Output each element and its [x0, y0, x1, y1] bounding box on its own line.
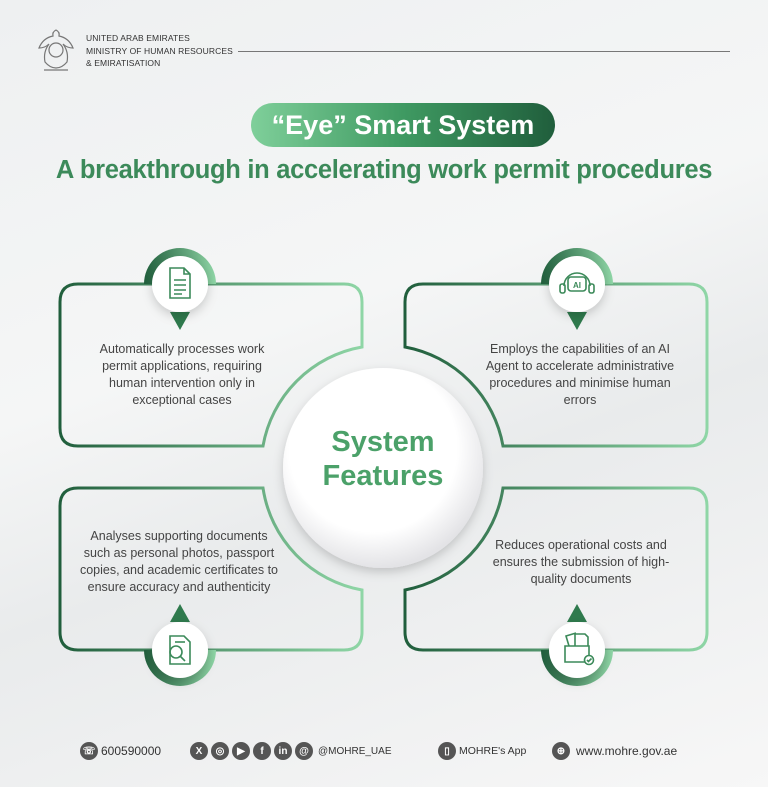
ai-icon-label: AI — [573, 281, 581, 290]
center-title-line-1: System — [331, 426, 435, 458]
threads-icon[interactable]: @ — [295, 742, 313, 760]
feature-text-1: Automatically processes work permit appl… — [99, 342, 265, 407]
card-outline-bottom-right — [403, 486, 709, 652]
footer-phone[interactable]: ☏ 600590000 — [80, 741, 161, 761]
icon-badge-top-left — [144, 248, 216, 330]
feature-text-2: Employs the capabilities of an AI Agent … — [485, 342, 675, 407]
org-line-2: MINISTRY OF HUMAN RESOURCES — [86, 45, 233, 56]
phone-number: 600590000 — [101, 744, 162, 758]
feature-text-4: Reduces operational costs and ensures th… — [492, 538, 670, 586]
x-icon[interactable]: X — [190, 742, 208, 760]
org-line-3: & EMIRATISATION — [86, 58, 161, 68]
ministry-name: UNITED ARAB EMIRATES MINISTRY OF HUMAN R… — [86, 32, 233, 70]
footer-website[interactable]: ⊕ www.mohre.gov.ae — [552, 741, 677, 761]
icon-badge-top-right: AI — [541, 248, 613, 330]
phone-icon: ☏ — [80, 742, 98, 760]
icon-badge-bottom-left — [144, 604, 216, 686]
card-outline-bottom-left — [58, 486, 364, 652]
org-line-1: UNITED ARAB EMIRATES — [86, 33, 190, 43]
icon-badge-bottom-right — [541, 604, 613, 686]
mobile-phone-icon: ▯ — [438, 742, 456, 760]
social-handle: @MOHRE_UAE — [318, 745, 392, 757]
subtitle: A breakthrough in accelerating work perm… — [55, 156, 713, 184]
card-outline-top-left — [58, 282, 364, 448]
title-pill: “Eye” Smart System — [251, 103, 555, 147]
uae-emblem-logo — [38, 29, 74, 71]
linkedin-icon[interactable]: in — [274, 742, 292, 760]
center-title-line-2: Features — [322, 460, 444, 492]
instagram-icon[interactable]: ◎ — [211, 742, 229, 760]
facebook-icon[interactable]: f — [253, 742, 271, 760]
card-outline-top-right — [403, 282, 709, 448]
feature-text-3: Analyses supporting documents such as pe… — [79, 529, 279, 594]
app-label: MOHRE's App — [459, 745, 527, 757]
footer-social[interactable]: X ◎ ▶ f in @ @MOHRE_UAE — [190, 741, 392, 761]
youtube-icon[interactable]: ▶ — [232, 742, 250, 760]
center-title: System Features — [283, 425, 483, 493]
footer-app[interactable]: ▯ MOHRE's App — [438, 741, 526, 761]
website-link[interactable]: www.mohre.gov.ae — [576, 744, 678, 758]
globe-icon: ⊕ — [552, 742, 570, 760]
center-circle — [283, 368, 483, 568]
header-divider — [238, 51, 730, 52]
